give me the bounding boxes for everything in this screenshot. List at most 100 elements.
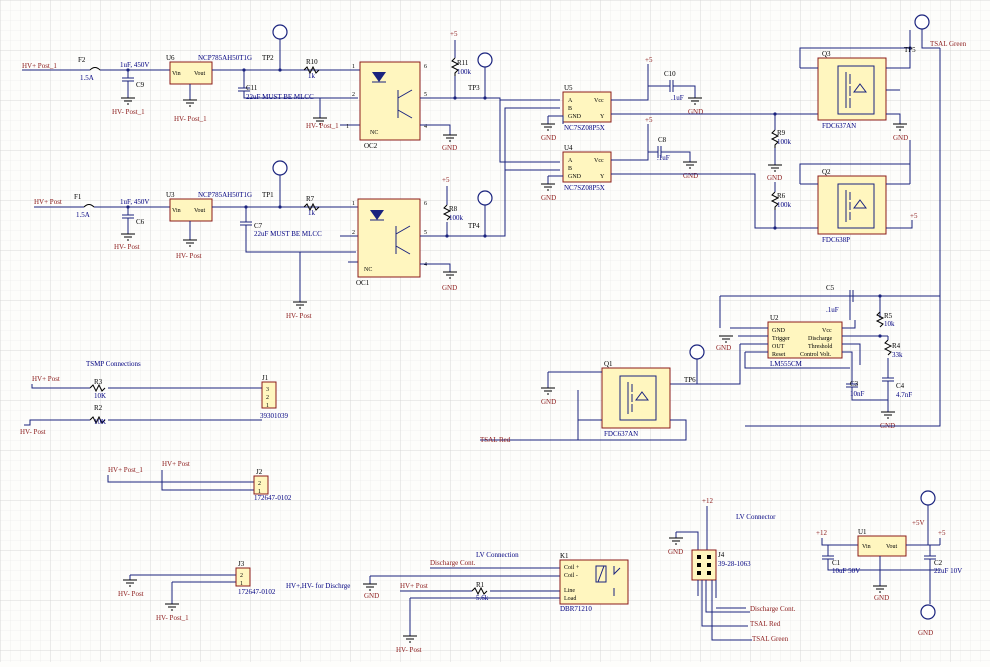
svg-text:HV+ Post: HV+ Post: [32, 375, 60, 383]
svg-text:C7: C7: [254, 222, 263, 230]
svg-text:Vin: Vin: [172, 208, 181, 214]
svg-text:Vin: Vin: [172, 71, 181, 77]
svg-text:NCP785AH50T1G: NCP785AH50T1G: [198, 54, 252, 62]
tp2-test-point[interactable]: [272, 24, 288, 40]
led-icon: [372, 72, 386, 82]
svg-text:HV- Post: HV- Post: [286, 312, 312, 320]
svg-text:Load: Load: [564, 596, 576, 602]
svg-text:.1uF: .1uF: [826, 306, 839, 314]
tp3-test-point[interactable]: [477, 52, 493, 68]
svg-text:4: 4: [424, 262, 427, 268]
svg-text:Reset: Reset: [772, 352, 786, 358]
svg-text:J1: J1: [262, 374, 269, 382]
svg-text:GND: GND: [364, 592, 379, 600]
svg-text:1: 1: [266, 403, 269, 409]
tp6-test-point[interactable]: [689, 344, 705, 360]
svg-text:22uF 10V: 22uF 10V: [934, 567, 962, 575]
svg-text:C9: C9: [136, 81, 145, 89]
power-5v: +12 C1 10uF 50V Vin Vout U1 GND +5V +5 C…: [816, 490, 962, 637]
tp1-test-point[interactable]: [272, 160, 288, 176]
svg-text:FDC637AN: FDC637AN: [604, 430, 638, 438]
svg-text:2: 2: [240, 573, 243, 579]
svg-text:GND: GND: [683, 172, 698, 180]
svg-text:NC7SZ08P5X: NC7SZ08P5X: [564, 124, 605, 132]
svg-text:4: 4: [424, 124, 427, 130]
svg-text:+5: +5: [442, 176, 450, 184]
svg-text:U4: U4: [564, 144, 573, 152]
and-gates: A B GND Vcc Y U5 NC7SZ08P5X GND +5 C10 .…: [541, 56, 818, 230]
svg-text:NC: NC: [370, 130, 378, 136]
svg-text:HV- Post: HV- Post: [114, 243, 140, 251]
svg-text:DBR71210: DBR71210: [560, 605, 592, 613]
svg-text:100k: 100k: [457, 68, 472, 76]
svg-text:2: 2: [266, 395, 269, 401]
svg-text:GND: GND: [688, 108, 703, 116]
relay-switch-icon: [597, 565, 621, 596]
svg-text:TP1: TP1: [262, 191, 274, 199]
svg-text:FDC638P: FDC638P: [822, 236, 850, 244]
svg-text:U3: U3: [166, 191, 175, 199]
regulator-u1: [857, 535, 907, 557]
and-gate-u4: [562, 151, 612, 183]
svg-text:100k: 100k: [777, 138, 792, 146]
svg-text:U1: U1: [858, 528, 867, 536]
svg-text:10k: 10k: [884, 320, 895, 328]
svg-text:B: B: [568, 106, 572, 112]
svg-text:10uF 50V: 10uF 50V: [832, 567, 860, 575]
tp4-test-point[interactable]: [477, 190, 493, 206]
svg-text:HV- Post_1: HV- Post_1: [174, 115, 207, 123]
svg-text:R10: R10: [306, 58, 318, 66]
svg-text:Discharge: Discharge: [808, 336, 833, 342]
svg-text:.1uF: .1uF: [657, 154, 670, 162]
svg-text:HV+ Post: HV+ Post: [162, 460, 190, 468]
tp5-test-point[interactable]: [914, 14, 930, 30]
phototransistor-icon: [395, 225, 411, 255]
svg-text:C10: C10: [664, 70, 676, 78]
svg-text:Discharge Cont.: Discharge Cont.: [750, 605, 796, 613]
svg-text:2: 2: [352, 230, 355, 236]
svg-text:4.7nF: 4.7nF: [896, 391, 912, 399]
svg-text:+12: +12: [816, 529, 827, 537]
svg-text:OC1: OC1: [356, 279, 370, 287]
svg-text:Y: Y: [600, 114, 605, 120]
gnd-test-point[interactable]: [920, 604, 936, 620]
mosfet-q1: [601, 367, 671, 429]
svg-text:J2: J2: [256, 468, 263, 476]
svg-text:TP2: TP2: [262, 54, 274, 62]
svg-text:GND: GND: [541, 194, 556, 202]
svg-text:C5: C5: [826, 284, 835, 292]
svg-text:TSAL Green: TSAL Green: [930, 40, 967, 48]
svg-text:+5: +5: [645, 116, 653, 124]
svg-text:LM555CM: LM555CM: [770, 360, 803, 368]
resistor-symbol: [303, 65, 320, 75]
svg-text:R5: R5: [884, 312, 893, 320]
connector-j3: [235, 567, 251, 587]
svg-text:J3: J3: [238, 560, 245, 568]
svg-text:LV Connector: LV Connector: [736, 513, 776, 521]
svg-text:GND: GND: [442, 144, 457, 152]
svg-text:R9: R9: [777, 129, 786, 137]
svg-text:R8: R8: [449, 205, 458, 213]
svg-text:OC2: OC2: [364, 142, 378, 150]
svg-text:33k: 33k: [892, 351, 903, 359]
fuse-symbol: [89, 67, 101, 71]
relay-coil-icon: [595, 565, 607, 583]
svg-text:B: B: [568, 166, 572, 172]
svg-text:+5: +5: [645, 56, 653, 64]
svg-text:10nF: 10nF: [850, 390, 865, 398]
svg-text:HV- Post: HV- Post: [396, 646, 422, 654]
connector-j1: [261, 381, 277, 409]
svg-text:5.6k: 5.6k: [476, 594, 489, 602]
svg-text:C4: C4: [896, 382, 905, 390]
svg-text:Y: Y: [600, 174, 605, 180]
plus5v-test-point[interactable]: [920, 490, 936, 506]
svg-text:172647-0102: 172647-0102: [238, 588, 276, 596]
svg-text:Coil -: Coil -: [564, 573, 578, 579]
svg-text:J4: J4: [718, 551, 725, 559]
timer-555: C5 .1uF R5 10k GND GND Trigger OUT Reset…: [670, 284, 941, 430]
svg-text:172647-0102: 172647-0102: [254, 494, 292, 502]
svg-text:K1: K1: [560, 552, 569, 560]
svg-text:2: 2: [258, 481, 261, 487]
svg-text:1k: 1k: [308, 209, 316, 217]
